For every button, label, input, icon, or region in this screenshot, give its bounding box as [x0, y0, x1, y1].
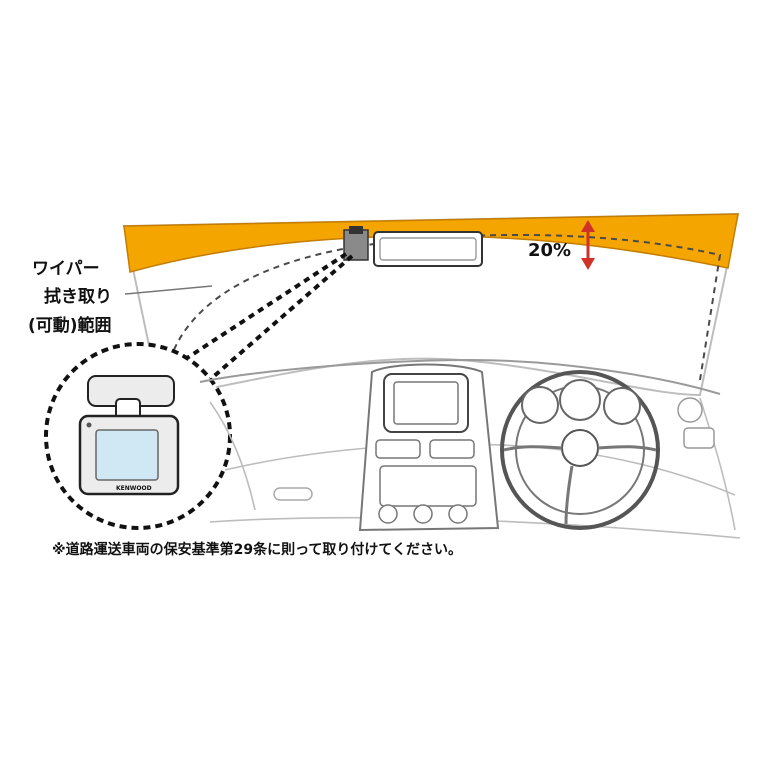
percent-arrow-up-head: [581, 220, 595, 232]
gauge-left: [521, 386, 559, 424]
percent-label: 20%: [528, 240, 571, 261]
dashboard-lower-edge: [224, 443, 736, 496]
dashboard-base-edge: [209, 516, 741, 539]
glovebox-handle: [273, 487, 313, 501]
height-20-percent-indicator: 20%: [528, 220, 595, 270]
speaker-vent: [677, 397, 703, 423]
console-knob-center: [413, 504, 433, 524]
camera-mount-top: [349, 226, 363, 234]
dashcam-screen: [95, 429, 159, 481]
camera-mount-block: [343, 229, 369, 261]
center-console: [358, 363, 500, 532]
navigation-screen: [393, 381, 459, 425]
console-knob-left: [378, 504, 398, 524]
gauge-right: [603, 387, 641, 425]
driver-controls: [500, 370, 715, 530]
wiper-range-label-group: ワイパー 拭き取り (可動)範囲: [28, 259, 213, 336]
console-knob-right: [448, 504, 468, 524]
center-panel: [379, 465, 477, 507]
dashcam-status-light: [86, 422, 92, 428]
dashcam-callout: KENWOOD: [44, 342, 232, 530]
regulation-note: ※道路運送車両の保安基準第29条に則って取り付けてください。: [52, 541, 462, 558]
wiper-label-leader-line: [124, 285, 213, 295]
gauge-center: [559, 379, 601, 421]
wiper-label-line-2: 拭き取り: [44, 286, 112, 307]
dashboard-top-edge: [199, 358, 721, 395]
dashboard: [199, 358, 741, 539]
percent-arrow-down-head: [581, 258, 595, 270]
center-vent-left: [375, 439, 421, 459]
dashcam-brand: KENWOOD: [116, 485, 152, 492]
steering-wheel-spoke-bottom: [564, 465, 574, 525]
rearview-mirror-group: [343, 226, 483, 267]
center-vent-right: [429, 439, 475, 459]
steering-wheel-hub: [561, 429, 599, 467]
dashboard-side-line-left: [209, 401, 256, 511]
dashboard-side-line-right: [699, 397, 736, 531]
mirror-inner: [379, 237, 477, 261]
steering-wheel-spoke-left: [503, 445, 563, 452]
steering-wheel-outer: [500, 370, 660, 530]
steering-wheel-spoke-right: [597, 445, 657, 452]
side-vent: [683, 427, 715, 449]
wiper-label-line-1: ワイパー: [32, 259, 100, 279]
wiper-label-line-3: (可動)範囲: [28, 315, 112, 336]
